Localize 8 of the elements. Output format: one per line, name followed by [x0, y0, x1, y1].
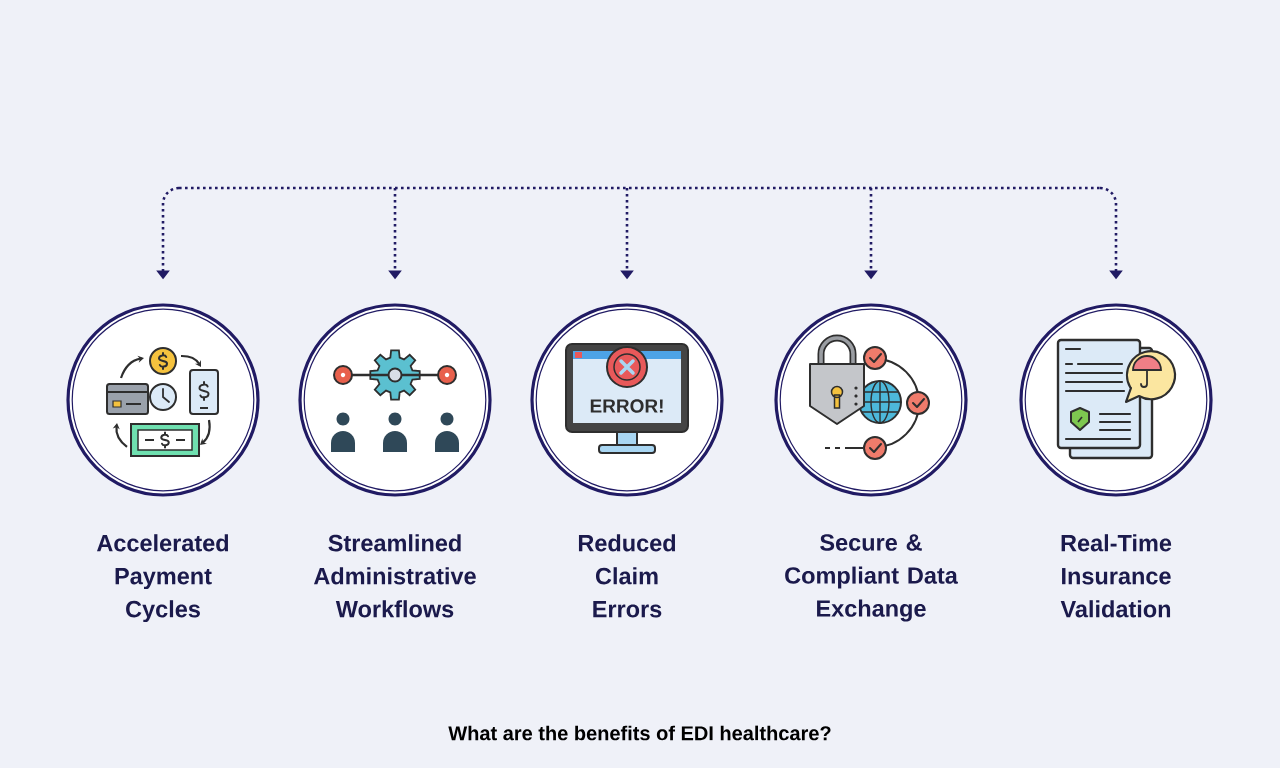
caption: What are the benefits of EDI healthcare? [448, 725, 831, 741]
node-label: Reduced Claim Errors [578, 534, 676, 618]
node-label: Streamlined Administrative Workflows [313, 534, 476, 618]
node-label: Real-Time Insurance Validation [1060, 534, 1172, 618]
screen-text: ERROR! [590, 399, 663, 413]
node-label: Accelerated Payment Cycles [96, 534, 229, 623]
connector-line [179, 186, 1100, 190]
node-label: Secure & Compliant Data Exchange [785, 534, 958, 622]
